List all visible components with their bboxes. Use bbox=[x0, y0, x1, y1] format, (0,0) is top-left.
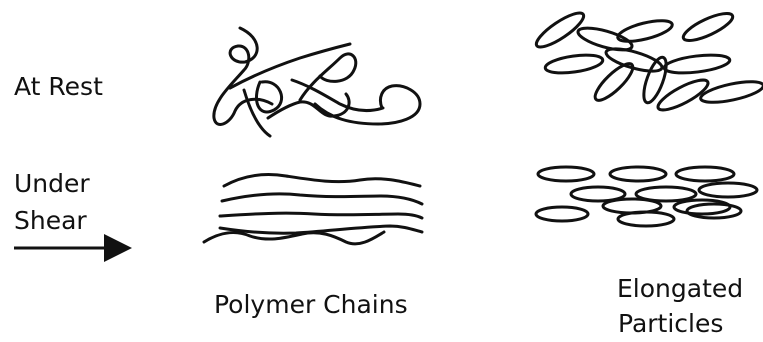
polymer-chains-under-shear bbox=[204, 174, 422, 243]
shear-arrow bbox=[14, 234, 132, 262]
polymer-chains-at-rest bbox=[214, 28, 420, 136]
elongated-particles-under-shear bbox=[536, 167, 757, 226]
elongated-particles-at-rest bbox=[532, 8, 763, 115]
